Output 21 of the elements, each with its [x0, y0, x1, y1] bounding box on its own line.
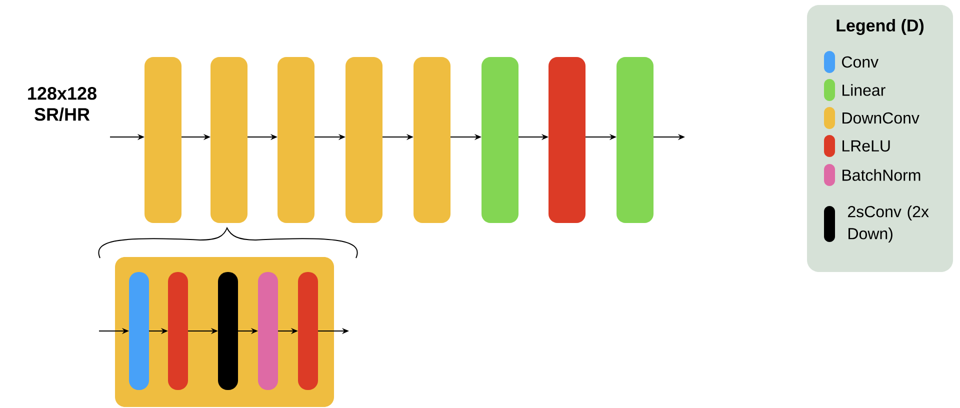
legend-label: DownConv: [842, 112, 920, 124]
legend-label: BatchNorm: [842, 169, 920, 181]
layer-bar: [129, 272, 149, 390]
legend-label: Conv: [842, 56, 878, 68]
legend-label: 2sConv (2x Down): [848, 206, 929, 242]
layer-bar: [482, 57, 518, 223]
layer-bar: [548, 57, 586, 223]
layer-bar: [168, 272, 188, 390]
layer-bar: [144, 57, 182, 223]
layer-bar: [258, 272, 278, 390]
layer-bar: [616, 57, 654, 223]
layer-bar: [298, 272, 318, 390]
layer-bar: [210, 57, 248, 223]
layer-bar: [346, 57, 382, 223]
layer-bar: [278, 57, 314, 223]
legend-label: LReLU: [842, 140, 890, 152]
layer-bar: [218, 272, 238, 390]
layer-bar: [414, 57, 450, 223]
input-label: 128x128 SR/HR: [28, 87, 96, 121]
legend-title: Legend (D): [836, 19, 924, 35]
legend-label: Linear: [842, 84, 886, 96]
